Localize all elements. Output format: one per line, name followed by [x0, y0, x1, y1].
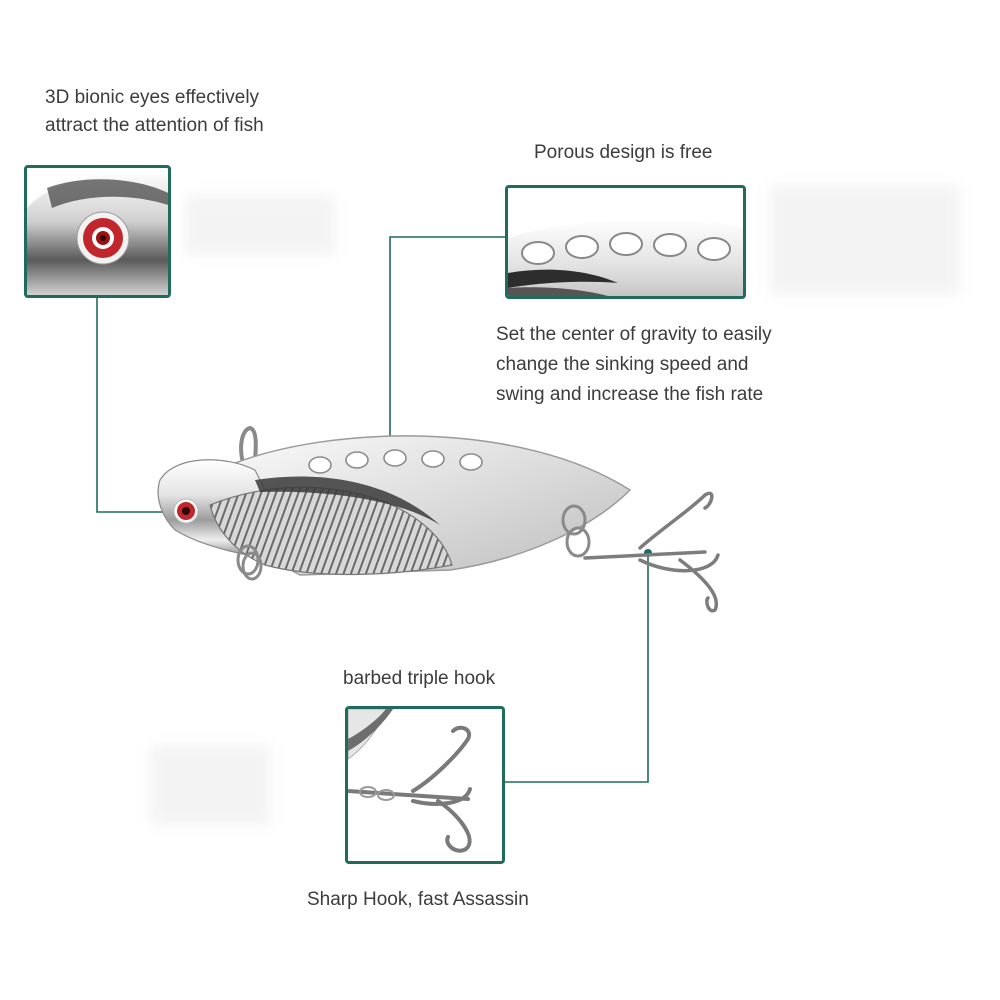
treble-hook-closeup-icon: [348, 709, 472, 853]
watermark-ghost: [185, 195, 335, 255]
caption-gravity: Set the center of gravity to easily chan…: [496, 324, 772, 405]
hook-connector: [503, 555, 649, 783]
hook-closeup-panel: [345, 706, 505, 864]
lure-eye: [173, 498, 199, 524]
caption-eyes: 3D bionic eyes effectively attract the a…: [45, 87, 264, 136]
watermark-ghost: [770, 185, 960, 295]
holes-closeup-panel: [505, 185, 746, 299]
caption-sharp-hook: Sharp Hook, fast Assassin: [307, 889, 529, 910]
eye-closeup-panel: [24, 165, 171, 298]
line-tie: [239, 425, 258, 471]
lure-holes: [308, 449, 483, 474]
lure-eye-closeup-icon: [27, 171, 168, 295]
lure-stripe: [255, 476, 440, 525]
rear-ring: [561, 504, 591, 558]
watermark-ghost: [150, 745, 270, 825]
eye-connector: [96, 296, 170, 513]
caption-porous: Porous design is free: [534, 142, 713, 163]
caption-triple-hook: barbed triple hook: [343, 668, 496, 689]
belly-ring: [236, 544, 263, 581]
treble-hook: [583, 491, 720, 613]
holes-connector: [389, 236, 507, 455]
lure-holes-closeup-icon: [508, 219, 743, 296]
